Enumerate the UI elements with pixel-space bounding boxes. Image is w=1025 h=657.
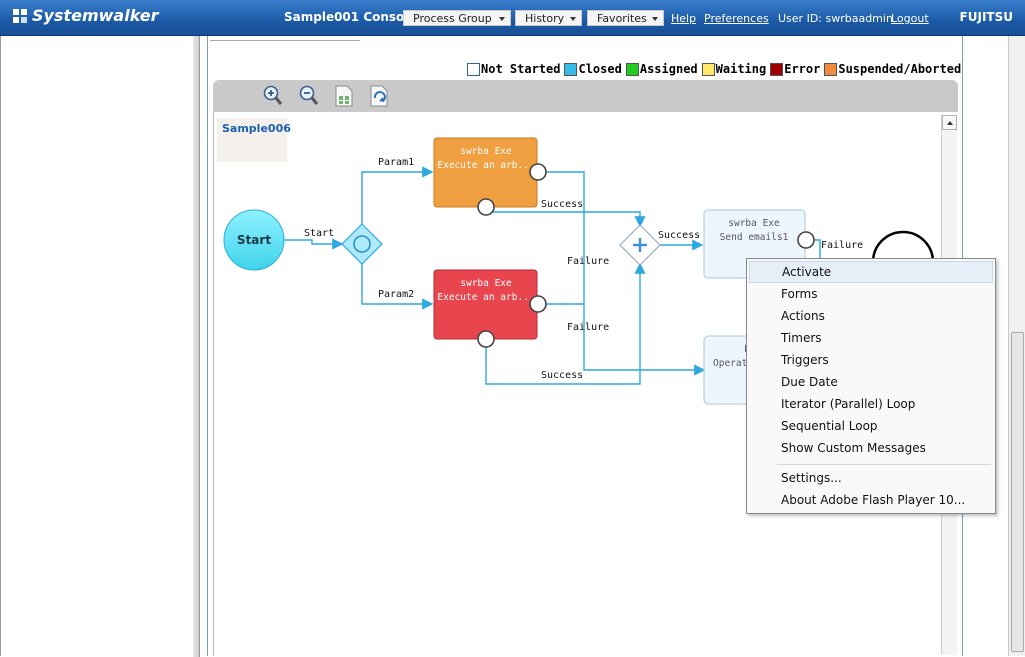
legend-swatch	[625, 62, 639, 76]
join-gateway[interactable]	[619, 224, 661, 266]
activity-port[interactable]	[477, 330, 495, 348]
fit-to-window-icon[interactable]	[333, 84, 355, 108]
zoom-out-icon[interactable]	[298, 84, 320, 108]
user-id: User ID: swrbaadmin	[778, 12, 893, 25]
legend-not-started: Not Started	[467, 62, 560, 76]
edge-label-failure: Failure	[567, 256, 609, 267]
menu-item-triggers[interactable]: Triggers	[781, 353, 829, 367]
frame-splitter[interactable]	[193, 36, 200, 657]
activity-name: Operat	[713, 358, 747, 369]
edge-label-failure: Failure	[567, 322, 609, 333]
process-name: Sample006	[217, 118, 291, 162]
help-link[interactable]: Help	[671, 12, 697, 25]
legend-waiting: Waiting	[701, 62, 767, 76]
left-pane	[0, 36, 195, 656]
legend-swatch	[564, 62, 578, 76]
legend-swatch	[824, 62, 838, 76]
activity-port[interactable]	[529, 163, 547, 181]
scroll-up-icon[interactable]	[942, 115, 957, 130]
edge-success-bottom	[485, 262, 646, 385]
legend-label: Error	[784, 62, 821, 76]
edge-label-param2: Param2	[378, 289, 414, 300]
menu-item-sequential-loop[interactable]: Sequential Loop	[781, 419, 878, 433]
edge-param2	[361, 262, 434, 310]
split-gateway[interactable]	[341, 223, 383, 265]
edge-failure-top	[540, 171, 706, 376]
activity-user: swrba Exe	[460, 146, 512, 157]
legend-swatch	[770, 62, 784, 76]
chevron-down-icon	[570, 17, 576, 21]
brand-name: Systemwalker	[32, 6, 159, 25]
context-menu: Activate Forms Actions Timers Triggers D…	[746, 258, 996, 514]
activity-name: Send emails1	[720, 232, 789, 243]
history-menu[interactable]: History	[515, 10, 582, 26]
status-legend: Not Started Closed Assigned Waiting Erro…	[467, 62, 965, 76]
activity-name: Execute an arb...	[437, 160, 534, 171]
favorites-label: Favorites	[597, 12, 647, 25]
menu-item-settings[interactable]: Settings...	[781, 471, 842, 485]
legend-label: Closed	[578, 62, 622, 76]
activity-name: Execute an arb...	[437, 292, 534, 303]
legend-error: Error	[770, 62, 820, 76]
menu-item-iterator-loop[interactable]: Iterator (Parallel) Loop	[781, 397, 916, 411]
diagram-edges	[284, 166, 821, 385]
menu-item-actions[interactable]: Actions	[781, 309, 825, 323]
activity-user: swrba Exe	[728, 218, 780, 229]
start-node-label: Start	[237, 233, 271, 247]
menu-separator	[777, 464, 991, 465]
activity-port[interactable]	[529, 295, 547, 313]
zoom-in-icon[interactable]	[262, 84, 284, 108]
systemwalker-logo-icon	[13, 8, 27, 23]
legend-label: Waiting	[715, 62, 767, 76]
edge-label-success: Success	[541, 199, 583, 210]
page-scrollbar[interactable]	[1008, 36, 1025, 656]
activity-port[interactable]	[477, 198, 495, 216]
activity-node[interactable]: swrba Exe Execute an arb...	[433, 269, 538, 340]
activity-node[interactable]: swrba Exe Execute an arb...	[433, 137, 538, 208]
page-scrollbar-thumb[interactable]	[1011, 332, 1024, 652]
edge-start	[284, 238, 344, 250]
start-node[interactable]: Start	[223, 209, 285, 271]
legend-closed: Closed	[564, 62, 622, 76]
process-group-menu[interactable]: Process Group	[403, 10, 511, 26]
tab-strip	[210, 36, 360, 41]
edge-param1	[361, 166, 434, 226]
legend-label: Suspended/Aborted	[838, 62, 962, 76]
menu-item-forms[interactable]: Forms	[781, 287, 818, 301]
legend-swatch	[467, 62, 480, 76]
chevron-down-icon	[652, 17, 658, 21]
fujitsu-logo: FUJITSU	[959, 10, 1013, 24]
legend-suspended: Suspended/Aborted	[824, 62, 961, 76]
console-title: Sample001 Console	[284, 10, 417, 24]
activity-user: swrba Exe	[460, 278, 512, 289]
process-group-label: Process Group	[413, 12, 492, 25]
edge-label-success: Success	[541, 370, 583, 381]
logout-link[interactable]: Logout	[891, 12, 929, 25]
menu-item-due-date[interactable]: Due Date	[781, 375, 838, 389]
edge-label-start: Start	[304, 228, 334, 239]
legend-label: Not Started	[481, 62, 561, 76]
chevron-down-icon	[499, 17, 505, 21]
preferences-link[interactable]: Preferences	[704, 12, 769, 25]
history-label: History	[525, 12, 565, 25]
refresh-icon[interactable]	[368, 84, 390, 108]
menu-item-activate[interactable]: Activate	[749, 261, 993, 283]
edge-label-success: Success	[658, 230, 700, 241]
menu-item-about-flash[interactable]: About Adobe Flash Player 10...	[781, 493, 966, 507]
edge-label-param1: Param1	[378, 157, 414, 168]
edge-label-failure: Failure	[821, 240, 863, 251]
legend-swatch	[701, 62, 715, 76]
legend-label: Assigned	[639, 62, 698, 76]
brand-logo: Systemwalker	[12, 6, 159, 25]
menu-item-show-custom-messages[interactable]: Show Custom Messages	[781, 441, 926, 455]
activity-port[interactable]	[797, 231, 815, 249]
top-banner: Systemwalker Sample001 Console Process G…	[0, 0, 1025, 36]
legend-assigned: Assigned	[625, 62, 698, 76]
favorites-menu[interactable]: Favorites	[587, 10, 664, 26]
menu-item-timers[interactable]: Timers	[781, 331, 822, 345]
